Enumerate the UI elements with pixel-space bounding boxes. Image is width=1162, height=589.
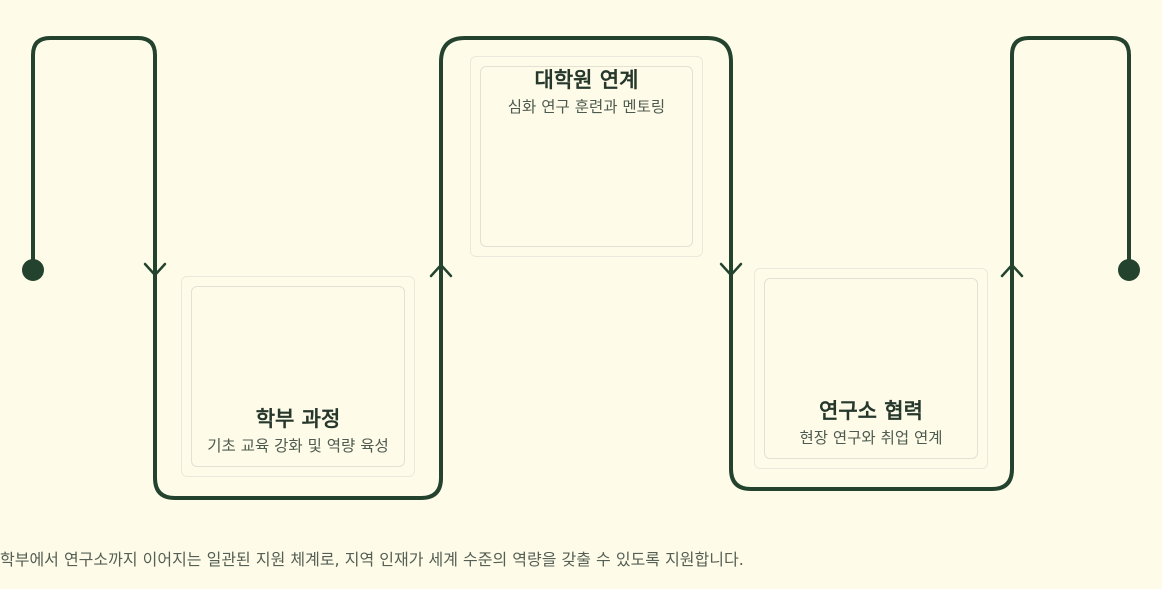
caption-text: 학부에서 연구소까지 이어지는 일관된 지원 체계로, 지역 인재가 세계 수준…: [0, 550, 744, 569]
step-card-graduate: 대학원 연계 심화 연구 훈련과 멘토링: [470, 56, 703, 257]
step-subtitle: 기초 교육 강화 및 역량 육성: [207, 437, 389, 456]
step-card-undergraduate: 학부 과정 기초 교육 강화 및 역량 육성: [181, 276, 415, 477]
end-dot-icon: [1118, 259, 1140, 281]
step-title: 대학원 연계: [534, 68, 639, 92]
flow-path-diagram: [22, 36, 1140, 500]
step-subtitle: 현장 연구와 취업 연계: [799, 429, 943, 448]
step-card-inner: 학부 과정 기초 교육 강화 및 역량 육성: [191, 286, 405, 467]
arrow-down-icon: [143, 262, 167, 277]
arrow-up-icon: [1000, 263, 1024, 278]
step-card-inner: 대학원 연계 심화 연구 훈련과 멘토링: [480, 66, 693, 247]
step-title: 연구소 협력: [819, 399, 923, 424]
step-card-inner: 연구소 협력 현장 연구와 취업 연계: [764, 278, 978, 459]
step-subtitle: 심화 연구 훈련과 멘토링: [507, 98, 666, 117]
start-dot-icon: [22, 259, 44, 281]
arrow-down-icon: [719, 262, 743, 277]
flow-path-line: [31, 36, 1131, 500]
arrow-up-icon: [429, 263, 453, 278]
step-title: 학부 과정: [255, 407, 341, 432]
step-card-institute: 연구소 협력 현장 연구와 취업 연계: [754, 268, 988, 469]
